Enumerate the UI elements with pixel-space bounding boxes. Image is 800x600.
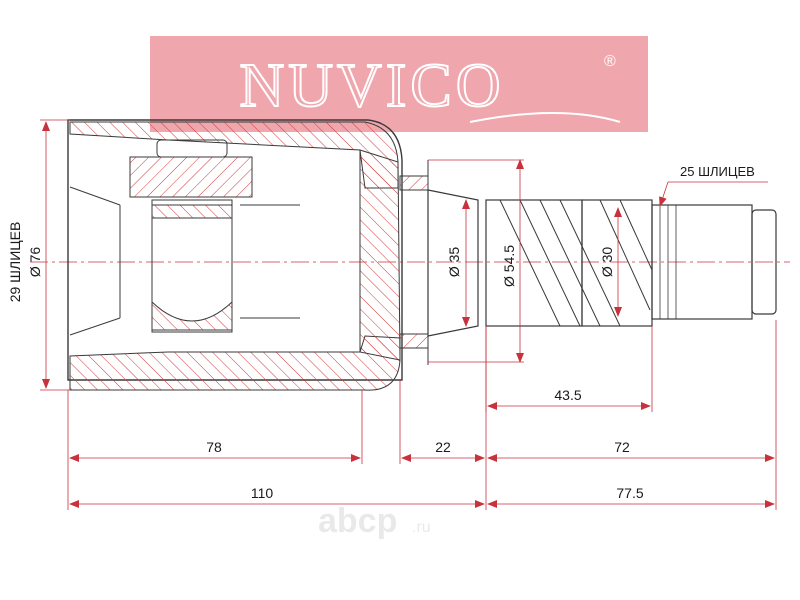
dim-72-label: 72 [614, 439, 630, 455]
logo-banner [150, 36, 648, 132]
dim-43-5-label: 43.5 [554, 387, 581, 403]
dim-110-label: 110 [251, 485, 274, 501]
dimension-diameter-35: Ø 35 [446, 199, 470, 327]
spline-section-2 [581, 199, 653, 327]
housing-section [67, 119, 403, 391]
right-spline-count-label: 25 ШЛИЦЕВ [680, 164, 755, 179]
logo-wordmark: NUVICO [239, 52, 504, 120]
dimension-row-bottom: 110 77.5 [69, 485, 775, 508]
dimension-diameter-30: Ø 30 [599, 207, 622, 317]
diameter-30-label: Ø 30 [599, 247, 615, 278]
left-diameter-label: Ø 76 [27, 247, 43, 278]
dimension-row-mid: 78 22 72 [67, 320, 777, 510]
tripod-spider [151, 199, 233, 333]
dim-77-5-label: 77.5 [616, 485, 643, 501]
right-spline-note: 25 ШЛИЦЕВ [659, 164, 768, 207]
watermark: аbcp .ru [318, 502, 431, 540]
watermark-suffix: .ru [412, 519, 431, 536]
logo-swoosh [469, 112, 621, 123]
roller [129, 156, 253, 198]
stub-shaft [399, 160, 777, 365]
brand-logo: NUVICO ® [150, 36, 648, 132]
dimension-diameter-54-5: Ø 54.5 [428, 159, 524, 363]
diameter-35-label: Ø 35 [446, 247, 462, 278]
dim-78-label: 78 [206, 439, 222, 455]
registered-mark: ® [604, 53, 616, 70]
watermark-text: аbcp [318, 502, 397, 540]
dimension-diameter-76: 29 ШЛИЦЕВ Ø 76 [7, 119, 70, 391]
left-spline-count-label: 29 ШЛИЦЕВ [7, 222, 23, 303]
diameter-54-5-label: Ø 54.5 [501, 245, 517, 287]
dim-22-label: 22 [435, 439, 451, 455]
tripod-assembly [129, 139, 253, 333]
dimension-43-5: 43.5 [485, 326, 653, 412]
